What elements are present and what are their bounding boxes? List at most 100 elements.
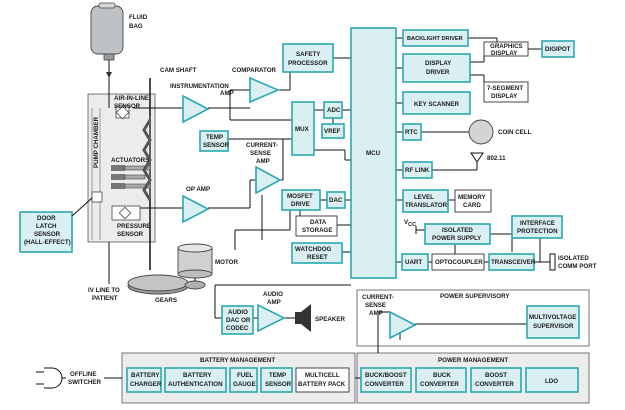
vref-label: VREF <box>324 128 341 135</box>
safety-processor-label-1: SAFETY <box>296 51 321 58</box>
level-translator-block <box>402 189 449 213</box>
actuators-label: ACTUATORS <box>111 157 149 164</box>
op-amp-label: OP AMP <box>186 186 210 193</box>
battery-auth-label-1: BATTERY <box>183 372 212 379</box>
battery-charger-label-2: CHARGER <box>130 381 162 388</box>
power-management-title: POWER MANAGEMENT <box>438 357 508 364</box>
gears-label: GEARS <box>155 297 177 304</box>
mcu-label: MCU <box>366 150 381 157</box>
ldo-label: LDO <box>545 378 558 385</box>
ps-current-sense-label-3: AMP <box>369 310 383 317</box>
backlight-driver-label: BACKLIGHT DRIVER <box>407 36 463 42</box>
coin-cell-icon <box>468 119 494 145</box>
instrumentation-amp-label-1: INSTRUMENTATION <box>170 83 229 90</box>
audio-dac-label-1: AUDIO <box>228 309 248 316</box>
comm-port-icon <box>549 253 556 271</box>
transceiver-block <box>488 253 535 271</box>
battery-authentication-block <box>164 367 227 393</box>
backlight-driver-block <box>402 29 469 47</box>
battery-charger-label-1: BATTERY <box>131 372 160 379</box>
mux-label: MUX <box>295 126 310 133</box>
data-storage-label-2: STORAGE <box>302 227 332 234</box>
boost-label-1: BOOST <box>485 372 507 379</box>
rf-link-label: RF LINK <box>405 167 430 174</box>
power-supervisory-title: POWER SUPERVISORY <box>440 293 510 300</box>
optocoupler-label: OPTOCOUPLER <box>435 259 483 266</box>
audio-dac-codec-block <box>221 305 254 335</box>
adc-block <box>323 101 343 119</box>
watchdog-label-1: WATCHDOG <box>295 246 332 253</box>
memory-card-label-2: CARD <box>463 202 481 209</box>
door-latch-label-1: DOOR <box>37 215 56 222</box>
memory-card-label-1: MEMORY <box>458 194 486 201</box>
audio-amp-label-1: AUDIO <box>263 291 283 298</box>
level-translator-label-2: TRANSLATOR <box>405 202 448 209</box>
buck-boost-label-1: BUCK/BOOST <box>365 372 407 379</box>
fuel-gauge-block <box>229 367 258 393</box>
multicell-label-2: BATTERY PACK <box>298 381 346 388</box>
pressure-sensor-icon <box>111 205 141 221</box>
uart-block <box>401 253 429 271</box>
seven-segment-label-1: 7-SEGMENT <box>487 85 523 92</box>
safety-processor-block <box>282 43 334 73</box>
mosfet-drive-label-2: DRIVE <box>291 201 310 208</box>
mosfet-drive-label-1: MOSFET <box>287 193 313 200</box>
rtc-block <box>402 123 422 141</box>
multivoltage-label-1: MULTIVOLTAGE <box>529 314 576 321</box>
ps-current-sense-amp-symbol <box>389 310 417 340</box>
pump-chamber-label: PUMP CHAMBER <box>93 116 100 168</box>
multicell-battery-pack-block <box>295 367 350 393</box>
key-scanner-label: KEY SCANNER <box>414 101 459 108</box>
speaker-icon <box>295 304 311 332</box>
rtc-label: RTC <box>405 129 418 136</box>
offline-switcher-label-1: OFFLINE <box>70 371 96 378</box>
door-latch-label-3: SENSOR <box>34 231 61 238</box>
buck-boost-converter-block <box>360 367 412 393</box>
comparator-symbol <box>249 76 281 104</box>
watchdog-label-2: RESET <box>307 254 328 261</box>
battery-charger-block <box>126 367 162 393</box>
isolated-ps-label-1: ISOLATED <box>442 227 473 234</box>
offline-switcher-label-2: SWITCHER <box>68 379 102 386</box>
pressure-sensor-label-1: PRESSURE <box>117 223 151 230</box>
buck-label-1: BUCK <box>433 372 451 379</box>
bm-temp-label-1: TEMP <box>269 372 286 379</box>
gears-icon <box>127 274 206 295</box>
display-driver-label-1: DISPLAY <box>425 60 452 67</box>
audio-amp-label-2: AMP <box>267 299 281 306</box>
comm-port-label-2: COMM PORT <box>558 263 597 270</box>
audio-amp-symbol <box>257 303 286 333</box>
digipot-block <box>541 40 575 58</box>
ps-current-sense-label-1: CURRENT- <box>362 294 394 301</box>
boost-label-2: CONVERTER <box>475 381 514 388</box>
temp-sensor-label-1: TEMP <box>206 134 223 141</box>
iv-line-label-2: PATIENT <box>92 295 118 302</box>
optocoupler-block <box>431 253 485 271</box>
seven-segment-display-block <box>483 81 529 103</box>
ac-plug-icon <box>36 367 66 389</box>
ldo-block <box>525 367 579 393</box>
door-latch-label-4: (HALL-EFFECT) <box>24 239 71 246</box>
door-latch-sensor-marker <box>91 191 103 203</box>
interface-protection-label-2: PROTECTION <box>517 228 558 235</box>
bm-temp-sensor-block <box>260 367 293 393</box>
vcc-label: VCC <box>404 219 416 228</box>
uart-label: UART <box>405 259 422 266</box>
memory-card-block <box>454 189 492 213</box>
mux-block <box>291 101 315 156</box>
fuel-gauge-label-1: FUEL <box>237 372 253 379</box>
vref-block <box>321 123 345 139</box>
buck-converter-block <box>415 367 467 393</box>
dac-block <box>326 191 346 209</box>
key-scanner-block <box>402 91 471 115</box>
current-sense-amp-symbol <box>255 165 282 195</box>
transceiver-label: TRANSCEIVER <box>491 259 536 266</box>
current-sense-label-2: SENSE <box>250 150 271 157</box>
wires <box>104 37 550 379</box>
rf-link-block <box>402 161 433 179</box>
graphics-display-block <box>483 41 529 57</box>
ps-current-sense-label-2: SENSE <box>365 302 386 309</box>
interface-protection-block <box>511 215 563 239</box>
digipot-label: DIGIPOT <box>545 46 571 53</box>
